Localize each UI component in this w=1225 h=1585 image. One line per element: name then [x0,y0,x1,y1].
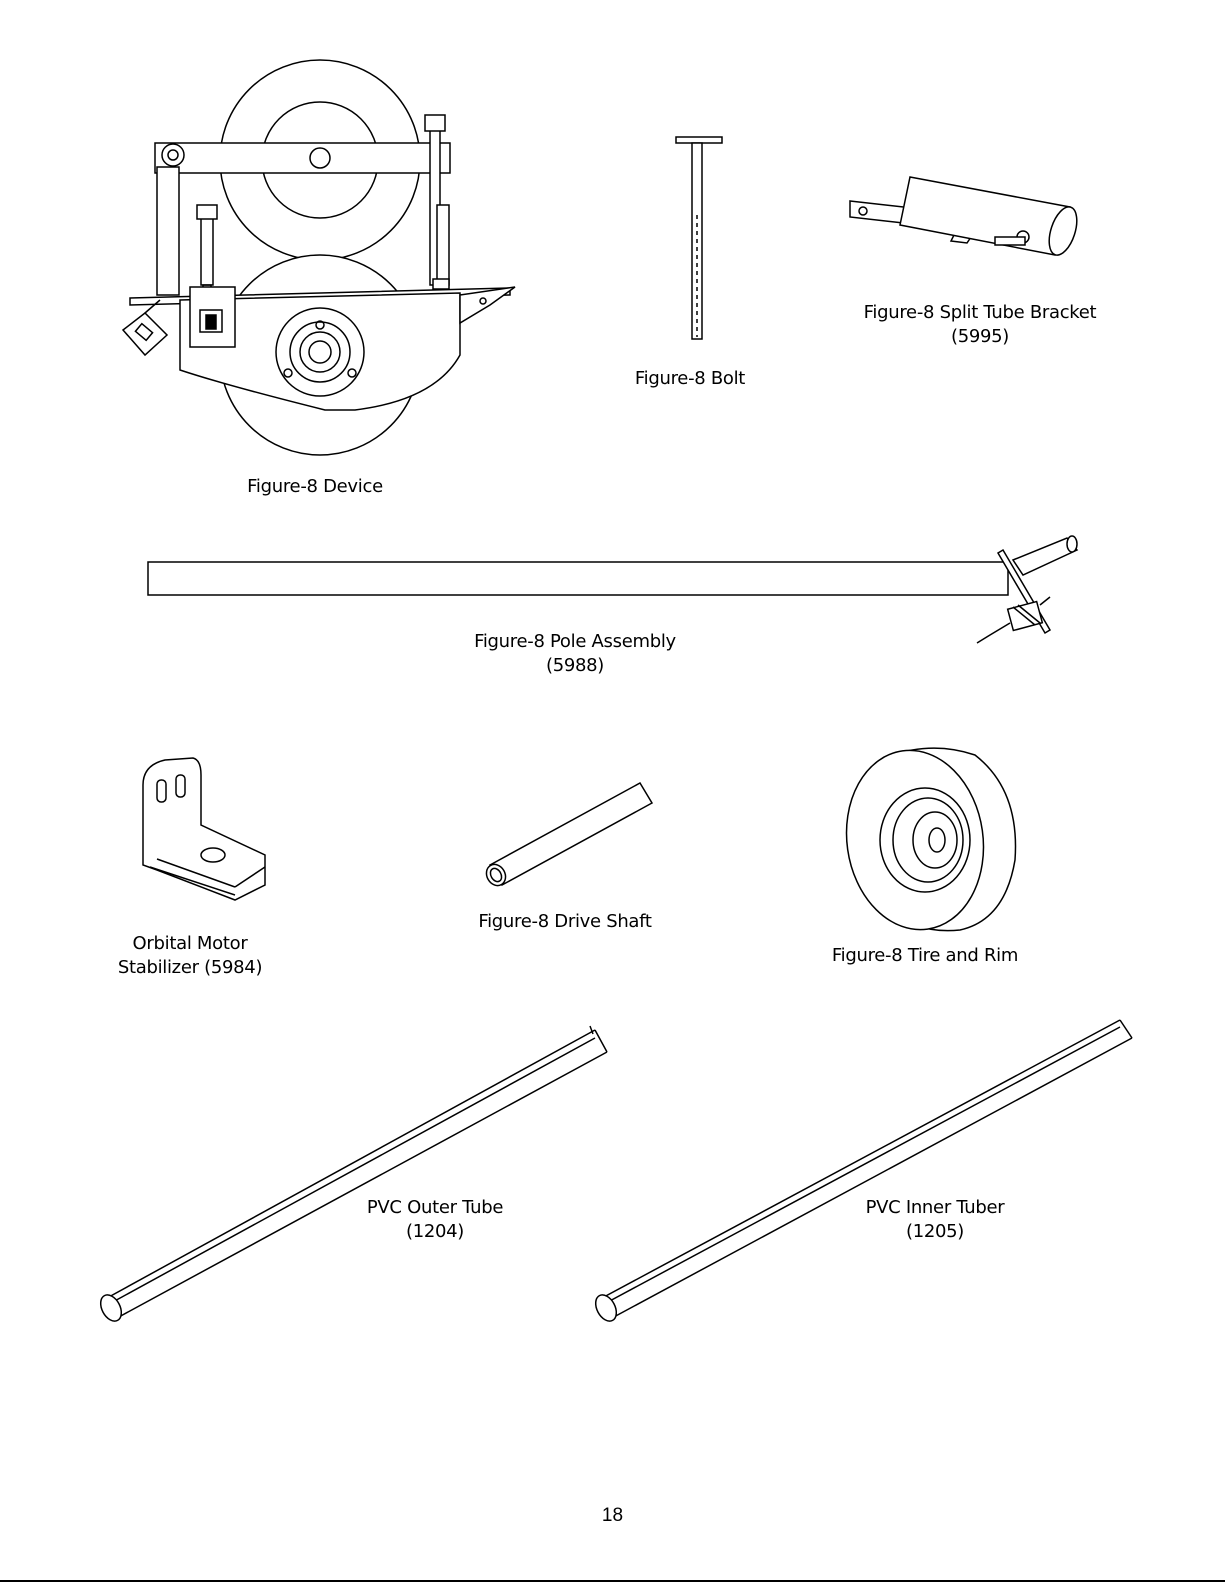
pvc-outer-tube-illustration [95,1020,615,1325]
tire-and-rim-label: Figure-8 Tire and Rim [810,944,1040,968]
drive-shaft-caption: Figure-8 Drive Shaft [450,910,680,934]
pvc-outer-tube-caption: PVC Outer Tube (1204) [340,1196,530,1244]
pvc-outer-tube-label: PVC Outer Tube [340,1196,530,1220]
tire-and-rim-caption: Figure-8 Tire and Rim [810,944,1040,968]
page-bottom-rule [0,1580,1225,1582]
tire-and-rim-illustration [840,740,1025,935]
pole-assembly-label: Figure-8 Pole Assembly [420,630,730,654]
pvc-outer-tube-part: (1204) [340,1220,530,1244]
pole-assembly-caption: Figure-8 Pole Assembly (5988) [420,630,730,678]
pvc-inner-tube-label: PVC Inner Tuber [840,1196,1030,1220]
figure-8-device-illustration [105,55,535,465]
pole-assembly-part: (5988) [420,654,730,678]
drive-shaft-label: Figure-8 Drive Shaft [450,910,680,934]
figure-8-bolt-illustration [670,135,730,345]
orbital-motor-stabilizer-label: Orbital Motor [80,932,300,956]
orbital-motor-stabilizer-part: Stabilizer (5984) [80,956,300,980]
pvc-inner-tube-caption: PVC Inner Tuber (1205) [840,1196,1030,1244]
pvc-inner-tube-part: (1205) [840,1220,1030,1244]
drive-shaft-illustration [480,775,665,895]
split-tube-bracket-label: Figure-8 Split Tube Bracket [830,301,1130,325]
pvc-inner-tube-illustration [590,1010,1150,1325]
figure-8-bolt-label: Figure-8 Bolt [600,367,780,391]
figure-8-device-label: Figure-8 Device [200,475,430,499]
figure-8-device-caption: Figure-8 Device [200,475,430,499]
figure-8-bolt-caption: Figure-8 Bolt [600,367,780,391]
orbital-motor-stabilizer-illustration [135,755,270,905]
page-number: 18 [0,1505,1225,1527]
split-tube-bracket-illustration [845,165,1090,265]
split-tube-bracket-caption: Figure-8 Split Tube Bracket (5995) [830,301,1130,349]
orbital-motor-stabilizer-caption: Orbital Motor Stabilizer (5984) [80,932,300,980]
split-tube-bracket-part: (5995) [830,325,1130,349]
